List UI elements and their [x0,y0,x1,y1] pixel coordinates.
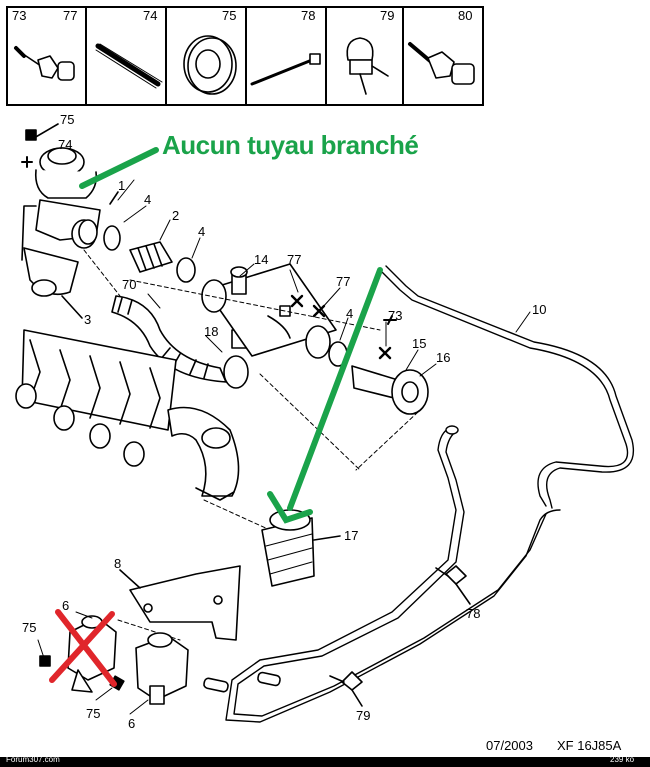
bolt-washer-icon [14,46,75,81]
callout-label: 14 [254,252,269,267]
note-arrow-1 [79,147,159,189]
hose-2-part [129,241,196,283]
pipe-16-part [328,315,429,415]
header-part-number: 80 [458,8,473,23]
flange-bolt-icon [408,42,475,85]
gasket-ring-icon [183,35,237,95]
parts-header-cell-5 [327,6,404,106]
bracket-8-part [119,565,241,641]
solenoid-valve-6-part [109,632,281,705]
footer-date: 07/2003 [486,738,533,753]
callout-label: 16 [436,350,451,365]
parts-header-cell-3 [167,6,247,106]
callout-label: 77 [336,274,351,289]
header-part-number: 77 [63,8,78,23]
part-79-marker [341,671,363,691]
part-78-marker [445,565,467,585]
note-arrow-head [267,491,313,524]
pipe-1-part [78,191,121,251]
callout-label: 15 [412,336,427,351]
note-arrow-2 [287,267,383,511]
cable-tie-icon [250,53,321,86]
callout-label: 75 [60,112,75,127]
callout-label: 78 [466,606,481,621]
parts-header-cell-2 [87,6,167,106]
header-part-number: 73 [12,8,27,23]
intake-manifold-part [15,329,240,501]
callout-label: 73 [388,308,403,323]
callout-label: 75 [86,706,101,721]
callout-label: 3 [84,312,92,327]
callout-label: 75 [22,620,37,635]
callout-label: 70 [122,277,137,292]
header-part-number: 74 [143,8,158,23]
callout-label: 8 [114,556,122,571]
callout-label: 79 [356,708,371,723]
footer-reference: XF 16J85A [557,738,622,753]
parts-header-cell-4 [247,6,327,106]
callout-label: 17 [344,528,359,543]
annotation-arrows [79,147,383,524]
callout-label: 2 [172,208,180,223]
watermark-strip [0,757,650,767]
stud-icon [95,43,163,89]
callout-label: 6 [62,598,70,613]
parts-header-cell-1 [6,6,87,106]
watermark-right: 239 ko [610,755,635,764]
egr-cooler-part [201,263,337,359]
egr-valve-17-part [261,509,341,587]
callout-label: 74 [58,137,73,152]
hose-clamp-icon [346,37,389,95]
callout-label: 18 [204,324,219,339]
callout-label: 77 [287,252,302,267]
removed-part-cross [49,609,117,687]
metal-pipe-10-part [225,265,634,723]
header-part-number: 79 [380,8,395,23]
header-part-number: 75 [222,8,237,23]
callout-label: 4 [346,306,354,321]
callout-label: 4 [144,192,152,207]
annotation-note: Aucun tuyau branché [162,130,419,160]
callout-label: 1 [118,178,126,193]
watermark-left: Forum307.com [6,755,60,764]
callout-label: 6 [128,716,136,731]
callout-label: 4 [198,224,206,239]
header-part-number: 78 [301,8,316,23]
callout-label: 10 [532,302,547,317]
